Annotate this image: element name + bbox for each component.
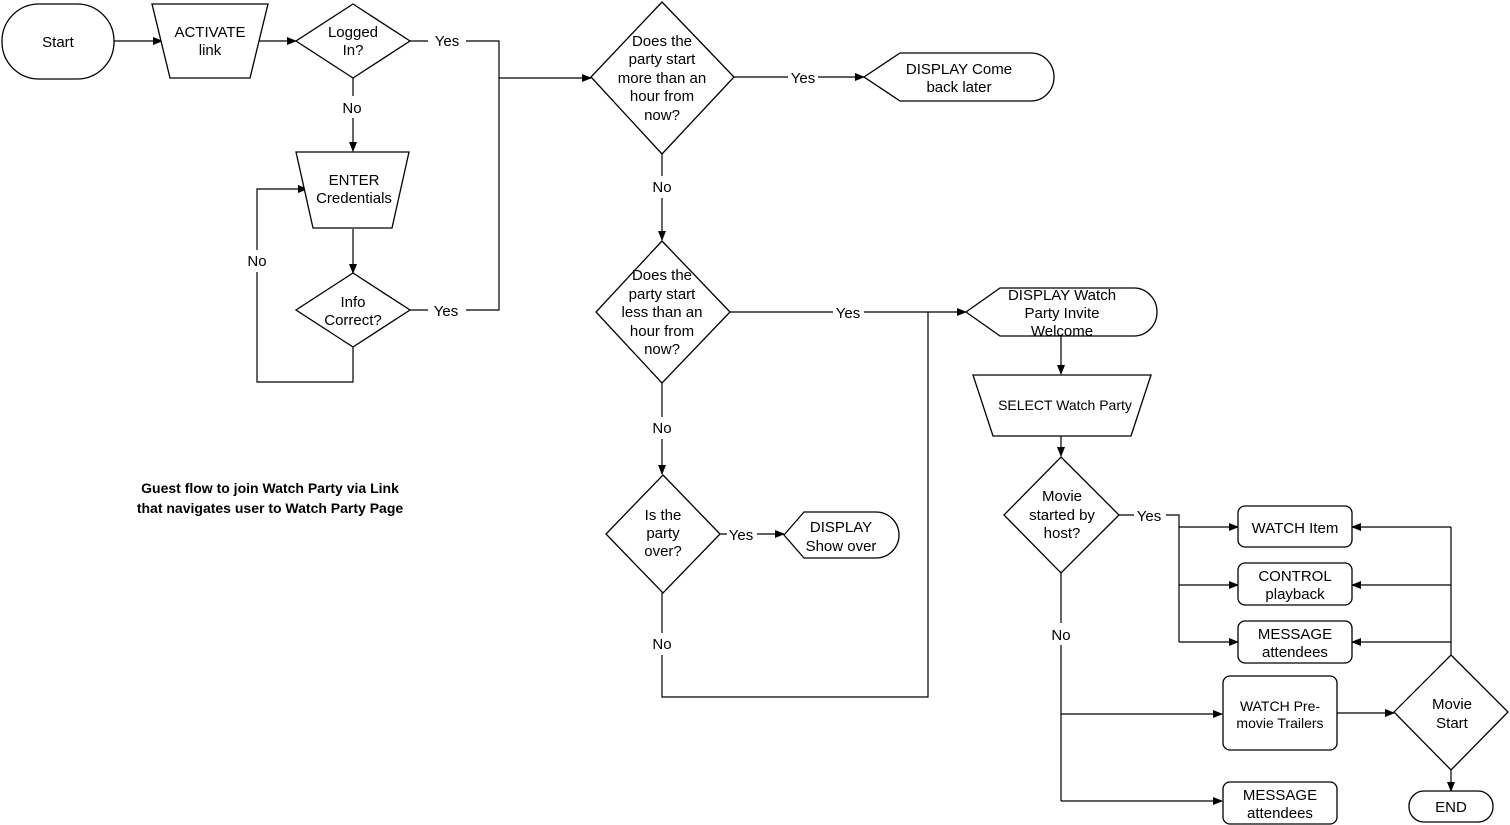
less-no-label: No	[652, 420, 671, 437]
logged-no-label: No	[342, 100, 361, 117]
more-label-1: Does the	[632, 33, 692, 50]
message-attendees-node-1: MESSAGE attendees	[1237, 620, 1353, 664]
activate-link-node: ACTIVATE link	[151, 3, 269, 79]
logged-yes-label: Yes	[435, 33, 459, 50]
premovie-label-1: WATCH Pre-	[1240, 698, 1320, 714]
info-yes-label: Yes	[434, 303, 458, 320]
over-no-label: No	[652, 636, 671, 653]
welcome-label-1: DISPLAY Watch	[1008, 287, 1116, 304]
control-label-2: playback	[1265, 586, 1325, 603]
started-label-2: started by	[1029, 507, 1095, 524]
logged-label-2: In?	[343, 42, 364, 59]
activate-label-1: ACTIVATE	[174, 24, 245, 41]
over-label-2: party	[646, 525, 680, 542]
less-label-4: hour from	[630, 323, 694, 340]
enter-credentials-node: ENTER Credentials	[295, 151, 410, 229]
showover-label-1: DISPLAY	[810, 519, 872, 536]
control-playback-node: CONTROL playback	[1237, 562, 1353, 606]
caption-line-1: Guest flow to join Watch Party via Link	[141, 480, 399, 496]
watch-item-label: WATCH Item	[1252, 520, 1339, 537]
welcome-label-2: Party Invite	[1024, 305, 1099, 322]
over-label-1: Is the	[645, 507, 682, 524]
watch-item-node: WATCH Item	[1237, 505, 1353, 548]
edge-info-no	[256, 189, 354, 383]
message2-label-2: attendees	[1247, 805, 1313, 822]
less-yes-label: Yes	[836, 305, 860, 322]
more-label-4: hour from	[630, 88, 694, 105]
message1-label-1: MESSAGE	[1258, 626, 1332, 643]
message2-label-1: MESSAGE	[1243, 787, 1317, 804]
watch-premovie-node: WATCH Pre- movie Trailers	[1222, 675, 1338, 751]
edges	[114, 37, 1455, 805]
info-label-1: Info	[340, 294, 365, 311]
info-label-2: Correct?	[324, 312, 382, 329]
less-label-1: Does the	[632, 267, 692, 284]
comeback-label-2: back later	[926, 79, 991, 96]
over-yes-label: Yes	[729, 527, 753, 544]
edge-logged-yes	[410, 40, 500, 311]
activate-label-2: link	[199, 42, 222, 59]
premovie-label-2: movie Trailers	[1236, 715, 1323, 731]
less-label-3: less than an	[622, 304, 703, 321]
welcome-label-3: Welcome	[1031, 323, 1093, 340]
edge-labels: Yes No Yes No Yes No Yes No Yes No Yes N…	[247, 33, 1161, 653]
started-yes-label: Yes	[1137, 508, 1161, 525]
message-attendees-node-2: MESSAGE attendees	[1222, 781, 1338, 825]
start-node: Start	[1, 3, 115, 80]
started-label-3: host?	[1044, 525, 1081, 542]
more-yes-label: Yes	[791, 70, 815, 87]
comeback-label-1: DISPLAY Come	[906, 61, 1012, 78]
control-label-1: CONTROL	[1258, 568, 1331, 585]
started-no-label: No	[1051, 627, 1070, 644]
more-than-hour-decision: Does the party start more than an hour f…	[590, 1, 735, 155]
showover-label-2: Show over	[806, 538, 877, 555]
logged-in-decision: Logged In?	[294, 3, 412, 79]
moviestart-label-2: Start	[1436, 715, 1469, 732]
more-label-3: more than an	[618, 70, 706, 87]
end-label: END	[1435, 799, 1467, 816]
diagram-caption: Guest flow to join Watch Party via Link …	[137, 480, 404, 516]
started-label-1: Movie	[1042, 488, 1082, 505]
over-label-3: over?	[644, 543, 682, 560]
edge-over-no	[661, 312, 929, 698]
end-node: END	[1408, 790, 1494, 823]
enter-label-2: Credentials	[316, 190, 392, 207]
less-label-5: now?	[644, 341, 680, 358]
caption-line-2: that navigates user to Watch Party Page	[137, 500, 404, 516]
movie-start-decision: Movie Start	[1393, 654, 1509, 771]
display-show-over-node: DISPLAY Show over	[783, 511, 900, 559]
moviestart-label-1: Movie	[1432, 696, 1472, 713]
enter-label-1: ENTER	[329, 172, 380, 189]
edge-started-yes	[1119, 514, 1180, 642]
display-welcome-node: DISPLAY Watch Party Invite Welcome	[964, 287, 1158, 340]
party-over-decision: Is the party over?	[605, 474, 721, 594]
select-label: SELECT Watch Party	[998, 397, 1132, 413]
info-no-label: No	[247, 253, 266, 270]
info-correct-decision: Info Correct?	[294, 272, 412, 348]
more-label-2: party start	[629, 51, 697, 68]
select-watch-party-node: SELECT Watch Party	[972, 374, 1152, 437]
movie-started-decision: Movie started by host?	[1003, 456, 1120, 574]
less-than-hour-decision: Does the party start less than an hour f…	[595, 240, 731, 384]
more-label-5: now?	[644, 107, 680, 124]
message1-label-2: attendees	[1262, 644, 1328, 661]
less-label-2: party start	[629, 286, 697, 303]
logged-label-1: Logged	[328, 24, 378, 41]
more-no-label: No	[652, 179, 671, 196]
display-come-back-node: DISPLAY Come back later	[862, 52, 1055, 102]
start-label: Start	[42, 34, 75, 51]
